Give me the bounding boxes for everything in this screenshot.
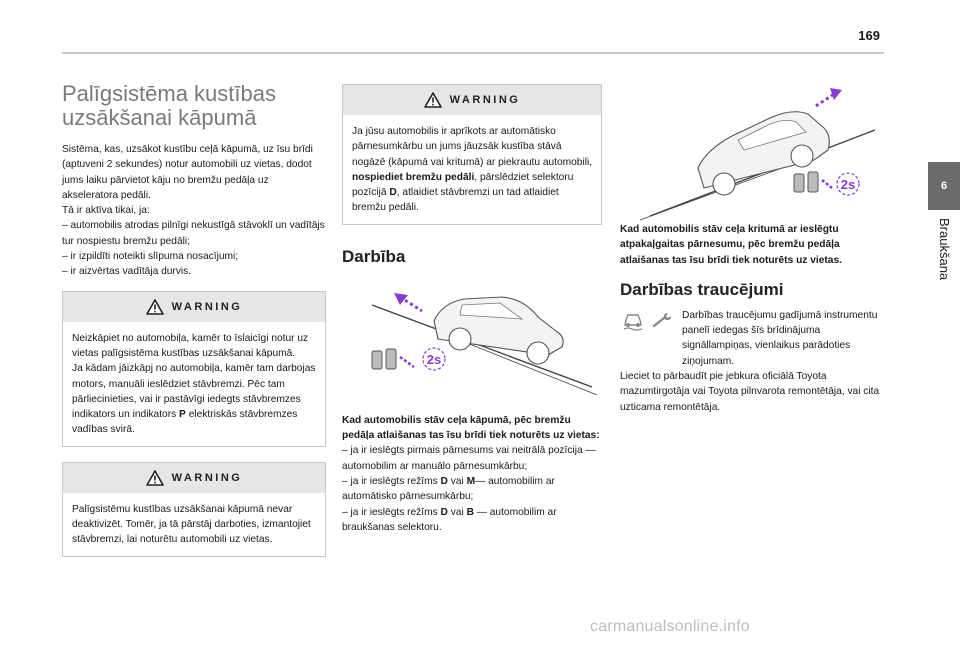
condition-intro: Tā ir aktīva tikai, ja: [62,205,150,217]
warning-text-part: Ja jūsu automobilis ir aprīkots ar autom… [352,126,593,168]
warning-label: WARNING [171,300,243,313]
condition-item: – ir izpildīti noteikti slīpuma nosacīju… [62,251,239,263]
warning-box-2: WARNING Palīgsistēmu kustības uzsākšanai… [62,461,326,557]
fault-text-action: Lieciet to pārbaudīt pie jebkura oficiāl… [620,371,880,413]
chapter-label: Braukšana [937,218,952,281]
warning-text-part: Neizkāpiet no automobiļa, kamēr to īslai… [72,332,309,359]
warning-bold-p: P [179,409,186,421]
warning-label: WARNING [449,94,521,106]
fault-text-lead: Darbības traucējumu gadījumā instrumentu… [682,309,878,367]
warning-text-part: elektriskās stāvbremzes vadības svirā. [72,409,298,436]
warning-header: WARNING [63,462,325,493]
operation-item: – ja ir ieslēgts režīms D vai M— automob… [342,475,555,503]
warning-text: Ja jūsu automobilis ir aprīkots ar autom… [343,115,601,224]
uphill-car-illustration: 2s [371,292,598,396]
warning-header: WARNING [343,85,601,115]
downhill-caption: Kad automobilis stāv ceļa kritumā ar ies… [620,224,842,266]
warning-text: Neizkāpiet no automobiļa, kamēr to īslai… [63,322,325,446]
chapter-tab[interactable]: 6 [928,162,960,210]
warning-box-3: WARNING Ja jūsu automobilis ir aprīkots … [342,84,602,225]
pedals-icon [371,348,415,370]
warning-triangle-icon [145,469,164,486]
column-3: 2s Kad automobilis stāv ceļa kritumā ar … [620,84,882,415]
warning-label: WARNING [171,471,243,484]
column-1: Palīgsistēma kustības uzsākšanai kāpumā … [62,80,326,557]
operation-item: – ja ir ieslēgts režīms D vai B — automo… [342,506,557,533]
warning-text-part: , atlaidiet stāvbremzi un tad atlaidiet … [352,187,559,214]
downhill-figure: 2s [620,84,882,222]
wrench-icon [652,312,671,328]
warning-text-part: Ja kādam jāizkāpj no automobiļa, kamēr t… [72,363,316,421]
pedals-icon [793,171,833,193]
warning-bold-d: D [389,187,397,199]
warning-bold: nospiediet bremžu pedāli [352,171,475,183]
page-number: 169 [858,28,880,43]
column-2: WARNING Ja jūsu automobilis ir aprīkots … [342,84,602,535]
warning-box-1: WARNING Neizkāpiet no automobiļa, kamēr … [62,290,326,447]
warning-triangle-icon [423,92,442,108]
condition-item: – automobilis atrodas pilnīgi nekustīgā … [62,220,325,247]
warning-triangle-icon [145,298,164,315]
operation-item: – ja ir ieslēgts pirmais pārnesums vai n… [342,445,596,472]
intro-paragraph: Sistēma, kas, uzsākot kustību ceļā kāpum… [62,144,313,201]
fault-row: Darbības traucējumu gadījumā instrumentu… [620,308,882,369]
operation-caption: Kad automobilis stāv ceļa kāpumā, pēc br… [342,414,600,442]
warning-header: WARNING [63,291,325,322]
section-title: Palīgsistēma kustības uzsākšanai kāpumā [62,81,276,130]
section-heading-operation: Darbība [342,246,406,266]
footer-watermark: carmanualsonline.info [590,618,750,635]
condition-item: – ir aizvērtas vadītāja durvis. [62,266,192,278]
fault-icons [620,310,676,332]
header-rule [62,52,884,54]
stability-warning-icon [623,314,643,331]
uphill-figure: 2s [342,275,602,397]
warning-text-part: , pārslēdziet selektoru pozīcijā [352,171,574,199]
downhill-car-illustration: 2s [639,88,876,221]
timer-badge: 2s [427,352,441,367]
section-heading-faults: Darbības traucējumi [620,279,784,299]
timer-badge: 2s [841,177,855,192]
warning-text: Palīgsistēmu kustības uzsākšanai kāpumā … [72,503,311,546]
